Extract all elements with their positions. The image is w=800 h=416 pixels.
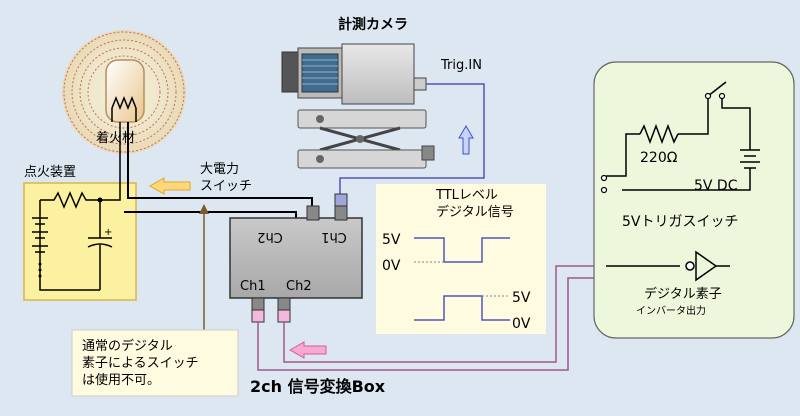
note-line-1: 通常のデジタル [82, 338, 173, 354]
battery-dot [38, 274, 42, 278]
power-wire-1 [127, 122, 313, 210]
ignition-material-label: 着火材 [96, 130, 135, 146]
high-power-switch-label-2: スイッチ [200, 179, 252, 194]
ttl-waveform-bottom [414, 295, 510, 321]
ttl-label-1: TTLレベル [435, 188, 498, 203]
note-box [71, 329, 239, 397]
connector-top-ch2 [306, 205, 320, 221]
box-bottom-ch1-label: Ch1 [240, 279, 266, 294]
connector-bottom-ch2-cap [277, 309, 291, 323]
left-arrow-icon-pink [288, 341, 327, 359]
box-top-ch2-label: Ch2 [257, 229, 283, 244]
power-wire-2 [124, 211, 297, 218]
trigger-switch-label: 5Vトリガスイッチ [622, 214, 738, 230]
node-dot [97, 197, 103, 203]
connector-bottom-ch2 [277, 297, 291, 311]
ttl-label-2: デジタル信号 [436, 204, 514, 220]
switch-contact [718, 92, 726, 100]
trigger-panel [593, 61, 795, 339]
ttl-top-5v: 5V [382, 232, 401, 248]
trigger-wire [339, 83, 485, 196]
note-line-2: 素子によるスイッチ [82, 356, 199, 371]
ttl-bottom-0v: 0V [512, 316, 531, 332]
camera-label: 計測カメラ [338, 16, 408, 33]
supply-label: 5V DC [694, 178, 738, 194]
box-bottom-ch2-label: Ch2 [286, 279, 312, 294]
trig-in-label: Trig.IN [440, 58, 482, 73]
ignition-device-box [23, 182, 137, 301]
inverter-icon [606, 250, 730, 282]
left-arrow-icon [148, 177, 191, 195]
ttl-top-0v: 0V [382, 258, 401, 274]
battery-dot [38, 268, 42, 272]
note-line-3: は使用不可。 [82, 372, 160, 388]
signal-converter-box [229, 217, 363, 299]
input-wire-1 [257, 277, 600, 371]
plus-sign: + [104, 227, 112, 238]
igniter-icon [105, 59, 145, 123]
ttl-waveform-top [414, 237, 510, 263]
digital-element-label: デジタル素子 [644, 286, 722, 302]
box-title: 2ch 信号変換Box [250, 377, 386, 396]
connector-top-ch1-cap [334, 193, 348, 207]
connector-bottom-ch1 [251, 297, 265, 311]
terminal-dot [600, 186, 608, 194]
ttl-bottom-5v: 5V [512, 290, 531, 306]
inverter-output-label: インバータ出力 [636, 304, 706, 317]
switch-contact [704, 92, 712, 100]
terminal-dot [600, 174, 608, 182]
ignition-device-label: 点火装置 [24, 165, 76, 180]
camera-icon [281, 43, 435, 169]
connector-bottom-ch1-cap [251, 309, 265, 323]
ttl-panel [376, 184, 546, 334]
resistor-value-label: 220Ω [640, 150, 678, 166]
up-arrow-icon-blue [458, 125, 474, 155]
connector-top-ch1 [334, 205, 348, 221]
battery-dot [38, 262, 42, 266]
ignition-circuit [32, 122, 121, 291]
input-wire-2 [283, 265, 600, 363]
trigger-circuit [606, 81, 760, 191]
up-arrow-icon [199, 204, 209, 214]
box-top-ch1-label: Ch1 [321, 229, 347, 244]
high-power-switch-label-1: 大電力 [200, 162, 239, 177]
